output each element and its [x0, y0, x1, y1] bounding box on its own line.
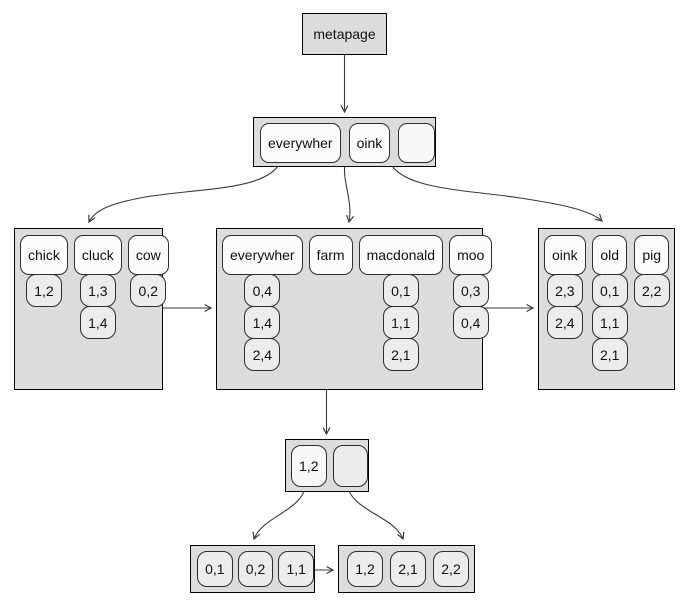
- tid-cell: 2,1: [591, 338, 628, 371]
- posting-root-empty-cell: [332, 445, 368, 487]
- key-cow: cow: [127, 235, 169, 275]
- entry-leaf-middle: everywher 0,4 1,4 2,4 farm macdonald 0,1…: [216, 228, 493, 390]
- arrow-root-to-leaf-left: [88, 161, 281, 224]
- column-cluck: cluck 1,3 1,4: [73, 235, 122, 339]
- key-oink: oink: [544, 235, 586, 275]
- arrow-root-to-leaf-right: [389, 161, 603, 222]
- arrow-posting-root-to-leaf-right: [346, 485, 405, 541]
- tid-cell: 2,1: [382, 338, 419, 371]
- key-everywher: everywher: [222, 235, 303, 275]
- tid-cell: 1,3: [79, 274, 116, 307]
- posting-leaf-left: 0,1 0,2 1,1: [190, 545, 315, 593]
- tid-cell: 2,4: [546, 306, 583, 339]
- key-pig: pig: [634, 235, 670, 275]
- tid-cell: 0,4: [244, 274, 281, 307]
- tid-cell: 0,2: [237, 551, 274, 587]
- key-moo: moo: [449, 235, 493, 275]
- metapage-label: metapage: [313, 26, 376, 42]
- key-macdonald: macdonald: [358, 235, 444, 275]
- tid-cell: 0,1: [591, 274, 628, 307]
- arrow-root-to-leaf-middle: [343, 161, 355, 224]
- entry-leaf-right: oink 2,3 2,4 old 0,1 1,1 2,1 pig 2,2: [538, 228, 675, 390]
- metapage-node: metapage: [302, 13, 387, 55]
- tid-cell: 1,1: [382, 306, 419, 339]
- tid-cell: 1,4: [79, 306, 116, 339]
- entry-tree-root-node: everywher oink: [253, 117, 436, 167]
- key-chick: chick: [20, 235, 68, 275]
- tid-cell: 2,1: [390, 551, 426, 587]
- key-farm: farm: [308, 235, 353, 275]
- tid-cell: 0,2: [130, 274, 167, 307]
- tid-cell: 0,4: [452, 306, 489, 339]
- column-oink: oink 2,3 2,4: [544, 235, 586, 339]
- entry-leaf-left: chick 1,2 cluck 1,3 1,4 cow 0,2: [14, 228, 169, 390]
- tid-cell: 2,2: [633, 274, 670, 307]
- tid-cell: 1,1: [278, 551, 315, 587]
- key-old: old: [592, 235, 628, 275]
- tid-cell: 2,3: [546, 274, 583, 307]
- posting-tree-root-node: 1,2: [285, 439, 369, 492]
- key-cluck: cluck: [73, 235, 122, 275]
- root-key-oink: oink: [348, 123, 391, 163]
- root-key-everywher: everywher: [260, 123, 341, 163]
- posting-root-cell: 1,2: [291, 445, 327, 487]
- tid-cell: 1,2: [347, 551, 383, 587]
- tid-cell: 0,1: [382, 274, 419, 307]
- column-farm: farm: [308, 235, 353, 275]
- tid-cell: 2,4: [244, 338, 281, 371]
- column-old: old 0,1 1,1 2,1: [591, 235, 628, 371]
- arrow-posting-root-to-leaf-left: [252, 485, 307, 541]
- column-moo: moo 0,3 0,4: [449, 235, 493, 339]
- tid-cell: 1,1: [591, 306, 628, 339]
- posting-leaf-right: 1,2 2,1 2,2: [338, 545, 475, 593]
- tid-cell: 2,2: [433, 551, 469, 587]
- column-cow: cow 0,2: [127, 235, 169, 307]
- tid-cell: 0,1: [197, 551, 233, 587]
- root-empty-cell: [398, 123, 435, 163]
- tid-cell: 1,4: [244, 306, 281, 339]
- column-pig: pig 2,2: [633, 235, 670, 307]
- column-chick: chick 1,2: [20, 235, 68, 307]
- column-everywher: everywher 0,4 1,4 2,4: [222, 235, 303, 371]
- tid-cell: 0,3: [452, 274, 489, 307]
- column-macdonald: macdonald 0,1 1,1 2,1: [358, 235, 444, 371]
- tid-cell: 1,2: [25, 274, 62, 307]
